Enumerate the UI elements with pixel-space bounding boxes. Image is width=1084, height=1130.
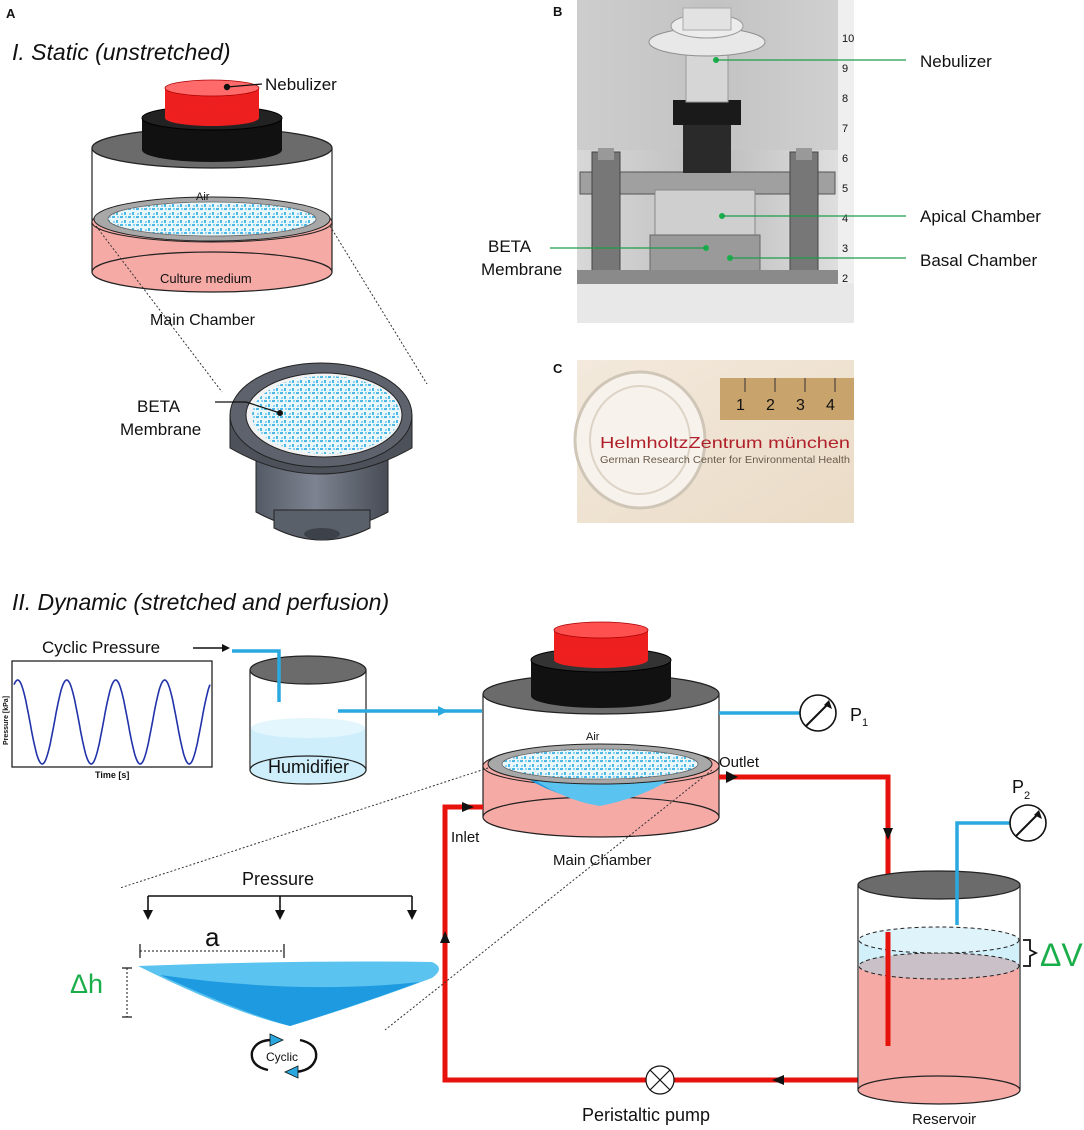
humidifier-flow-arrow: [438, 706, 448, 716]
svg-text:3: 3: [842, 243, 848, 255]
radius-a-label: a: [205, 922, 220, 952]
photo-b-apical-label: Apical Chamber: [920, 207, 1041, 226]
svg-text:10: 10: [842, 33, 854, 45]
photo-c-logo-line1: HelmholtzZentrum münchen: [600, 435, 850, 452]
static-nebulizer-leader: [226, 83, 263, 88]
humidifier: [249, 655, 367, 785]
panel-label-b: B: [553, 4, 562, 19]
svg-text:2: 2: [766, 397, 775, 414]
photo-c-ruler-marks: 1 2 3 4: [736, 397, 835, 414]
photo-c: [573, 360, 854, 523]
static-air-label: Air: [196, 191, 210, 203]
static-zoom-line-right: [329, 225, 428, 385]
panel-label-c: C: [553, 361, 563, 376]
pressure-label: Pressure: [242, 869, 314, 889]
inlet-label: Inlet: [451, 829, 480, 846]
photo-b-beta-line1: BETA: [488, 237, 532, 256]
dynamic-zoom-line-right: [384, 769, 713, 1031]
static-main-chamber-label: Main Chamber: [150, 312, 256, 329]
photo-b-basal-label: Basal Chamber: [920, 251, 1038, 270]
outlet-arrow: [726, 771, 738, 783]
deflected-membrane-shadow: [160, 975, 420, 1026]
delta-v-label: ΔV: [1040, 937, 1083, 973]
cyclic-pressure-arrow-head: [222, 644, 230, 652]
radius-a-marker: [139, 944, 285, 958]
cyclic-pressure-label: Cyclic Pressure: [42, 638, 160, 657]
photo-b-beta-line2: Membrane: [481, 260, 562, 279]
p1-subscript: 1: [862, 717, 868, 729]
p2-gauge-needle: [1015, 812, 1040, 837]
svg-text:3: 3: [796, 397, 805, 414]
return-left-arrow: [772, 1075, 784, 1085]
svg-text:9: 9: [842, 63, 848, 75]
p2-tube: [955, 821, 1010, 925]
photo-b-nebulizer-label: Nebulizer: [920, 52, 992, 71]
p1-label: P: [850, 705, 862, 725]
pressure-graph-xlabel: Time [s]: [95, 770, 129, 780]
svg-text:6: 6: [842, 153, 848, 165]
insert-beta-leader: [215, 401, 281, 414]
reservoir-label: Reservoir: [912, 1111, 976, 1128]
p1-gauge-needle-head: [824, 700, 832, 709]
static-culture-label: Culture medium: [160, 271, 252, 286]
pump-label: Peristaltic pump: [582, 1105, 710, 1125]
photo-b-ruler-marks: 10 9 8 7 6 5 4 3 2: [842, 33, 854, 285]
delta-h-marker: [122, 967, 132, 1018]
humidifier-label: Humidifier: [268, 757, 349, 777]
svg-text:4: 4: [826, 397, 835, 414]
dynamic-main-chamber: [482, 621, 720, 838]
pressure-graph-wave: [13, 679, 211, 765]
outlet-label: Outlet: [719, 754, 760, 771]
insert-beta-line1: BETA: [137, 397, 181, 416]
static-zoom-line-left: [95, 225, 223, 393]
delta-h-label: Δh: [70, 969, 103, 999]
reservoir: [857, 870, 1021, 1105]
svg-text:5: 5: [842, 183, 848, 195]
photo-c-logo-line2: German Research Center for Environmental…: [600, 455, 850, 466]
cyclic-label: Cyclic: [266, 1050, 298, 1064]
p2-gauge-needle-head: [1034, 810, 1042, 819]
static-main-chamber: [91, 79, 333, 293]
insert-beta-line2: Membrane: [120, 420, 201, 439]
pressure-inlet-tube: [232, 649, 281, 702]
pressure-arrows: [143, 895, 417, 920]
svg-text:1: 1: [736, 397, 745, 414]
panel-label-a: A: [6, 6, 16, 21]
delta-v-brace: [1023, 939, 1039, 967]
outlet-down-arrow: [883, 828, 893, 840]
static-nebulizer-label: Nebulizer: [265, 75, 337, 94]
svg-text:7: 7: [842, 123, 848, 135]
dynamic-zoom-line-left: [119, 767, 489, 889]
return-up-arrow: [440, 931, 450, 943]
svg-text:2: 2: [842, 273, 848, 285]
dynamic-title: II. Dynamic (stretched and perfusion): [12, 589, 389, 615]
static-title: I. Static (unstretched): [12, 39, 231, 65]
pressure-graph-frame: [11, 660, 213, 768]
svg-text:8: 8: [842, 93, 848, 105]
inlet-arrow: [462, 802, 474, 812]
p2-label: P: [1012, 777, 1024, 797]
pressure-graph-ylabel: Pressure [kPa]: [3, 696, 10, 745]
cyclic-arrows-icon: [250, 1033, 318, 1079]
p1-gauge-needle: [805, 702, 830, 727]
svg-text:4: 4: [842, 213, 848, 225]
photo-b: [577, 0, 854, 323]
dynamic-air-label: Air: [586, 731, 600, 743]
p2-subscript: 2: [1024, 790, 1030, 802]
dynamic-main-chamber-label: Main Chamber: [553, 852, 651, 869]
membrane-insert: [229, 362, 413, 541]
return-tube: [442, 804, 858, 1083]
